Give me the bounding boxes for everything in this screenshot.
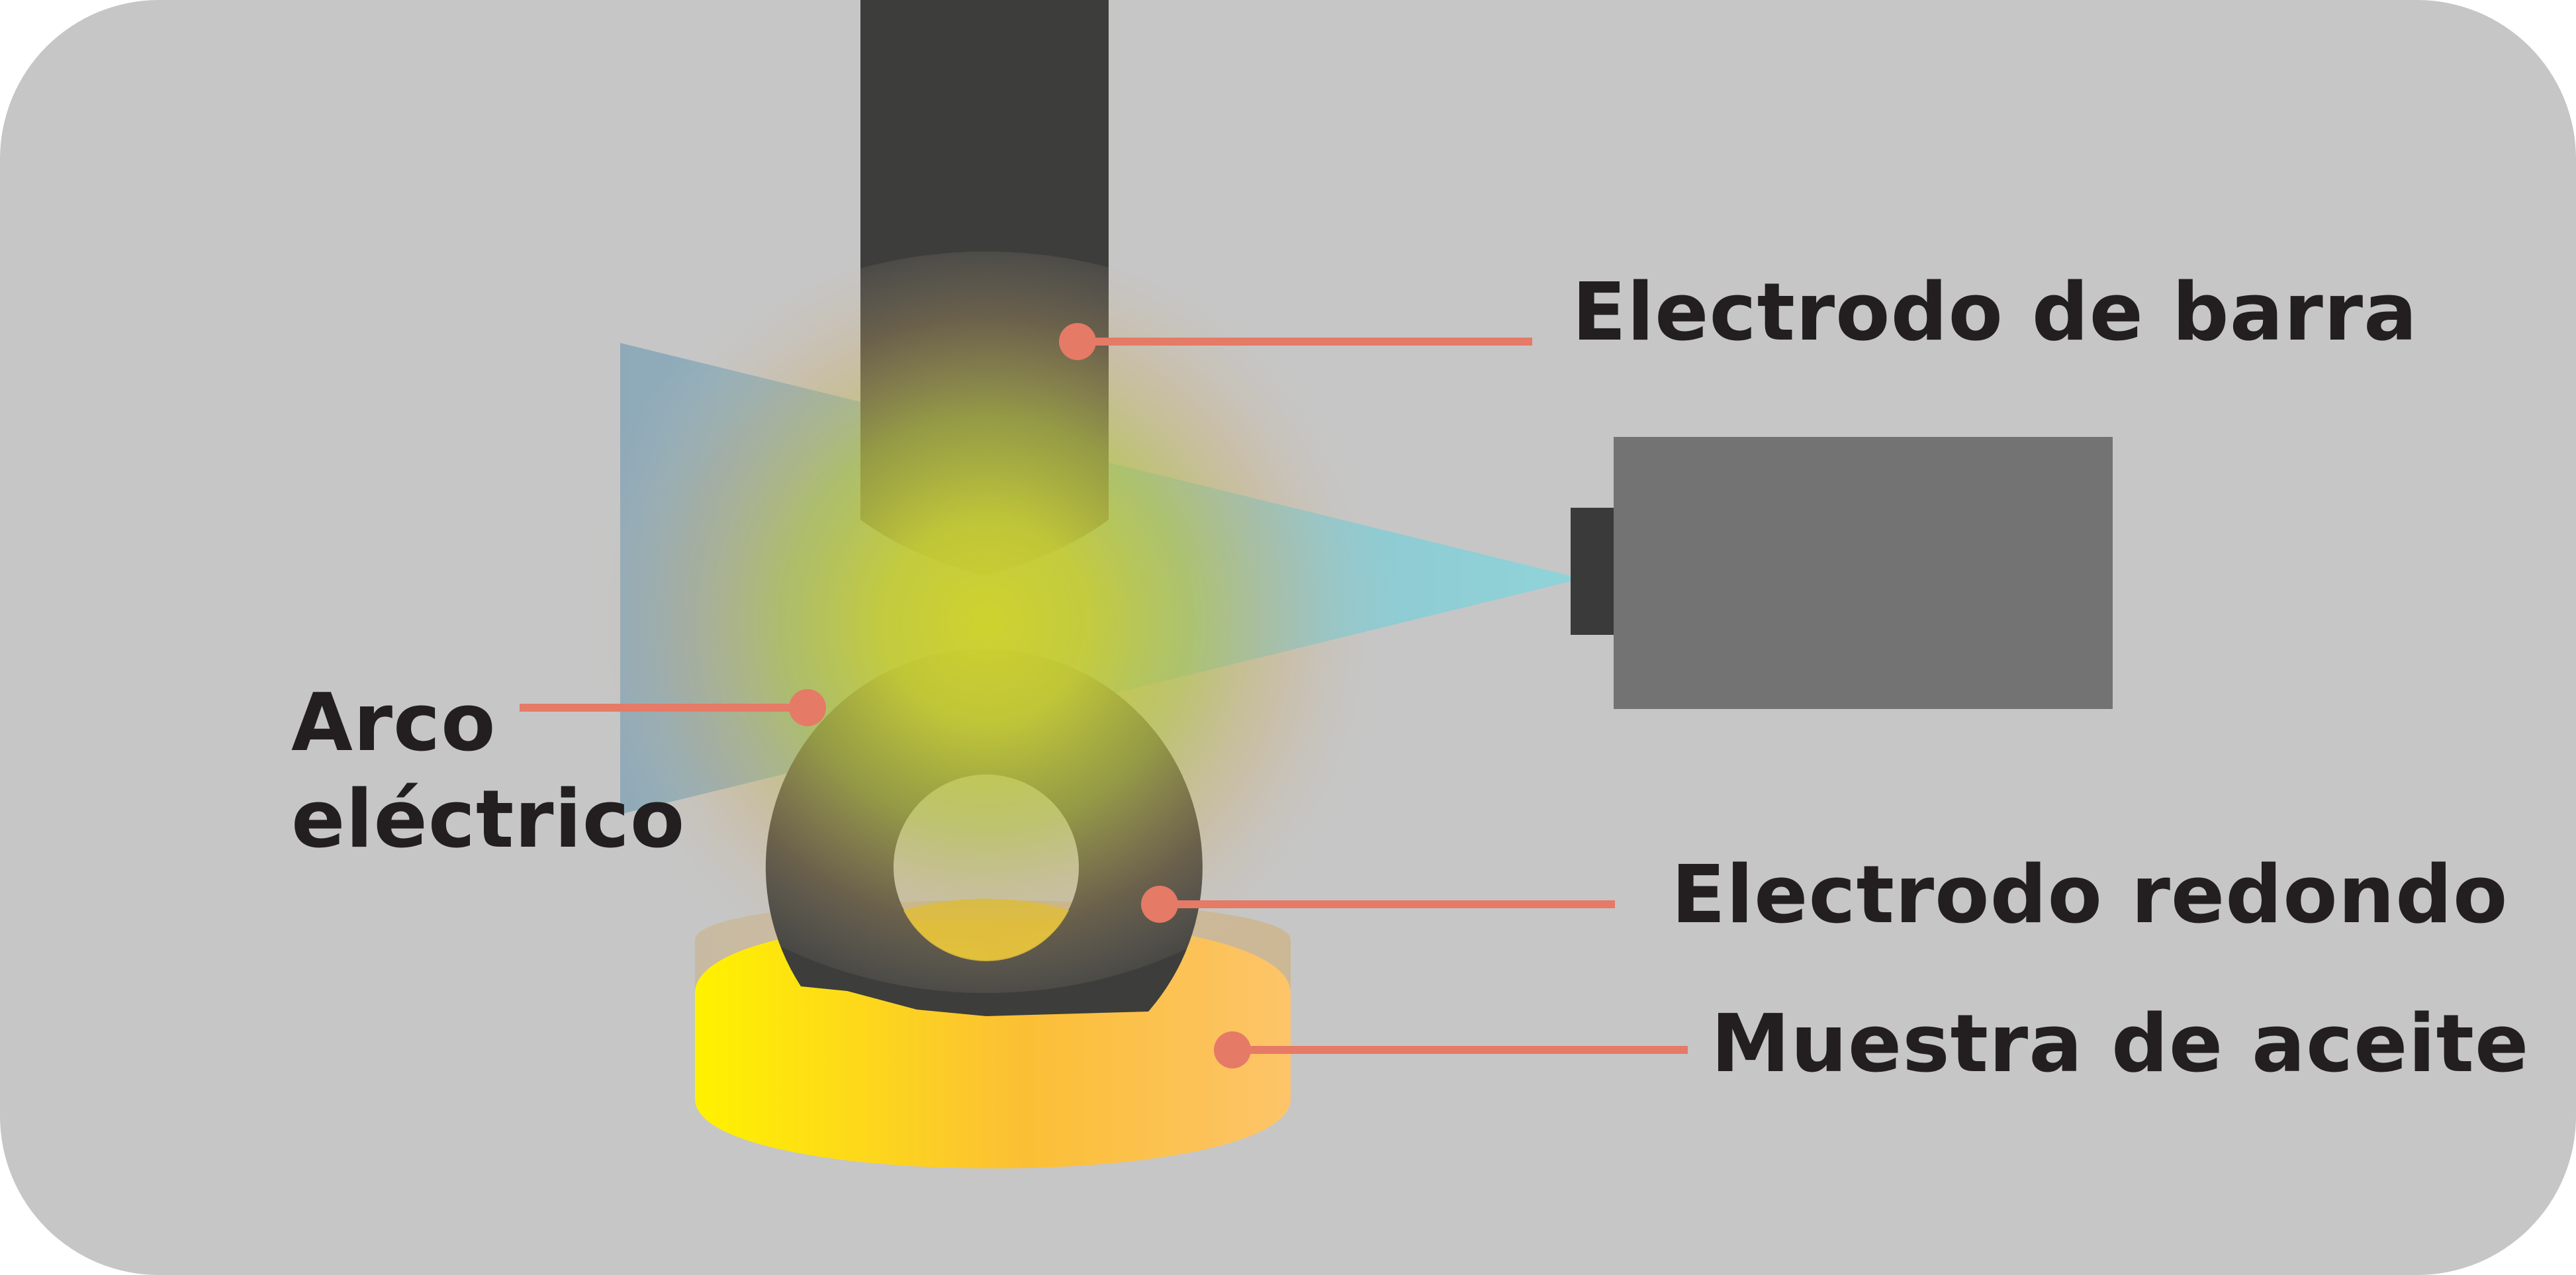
- label-electric-arc-line2: eléctrico: [291, 774, 686, 867]
- electric-arc-glow: [563, 252, 1410, 993]
- detector-body: [1614, 437, 2113, 709]
- label-electric-arc: Arco eléctrico: [291, 675, 685, 869]
- label-oil-sample: Muestra de aceite: [1711, 998, 2530, 1090]
- label-rod-electrode: Electrodo de barra: [1572, 267, 2418, 359]
- label-electric-arc-line1: Arco: [291, 677, 496, 769]
- label-round-electrode: Electrodo redondo: [1671, 849, 2508, 941]
- pointer-dot-rod-electrode: [1059, 323, 1096, 360]
- pointer-dot-oil-sample: [1214, 1031, 1251, 1068]
- pointer-dot-round-electrode: [1141, 886, 1178, 923]
- detector-lens: [1571, 508, 1614, 635]
- pointer-dot-electric-arc: [789, 689, 826, 726]
